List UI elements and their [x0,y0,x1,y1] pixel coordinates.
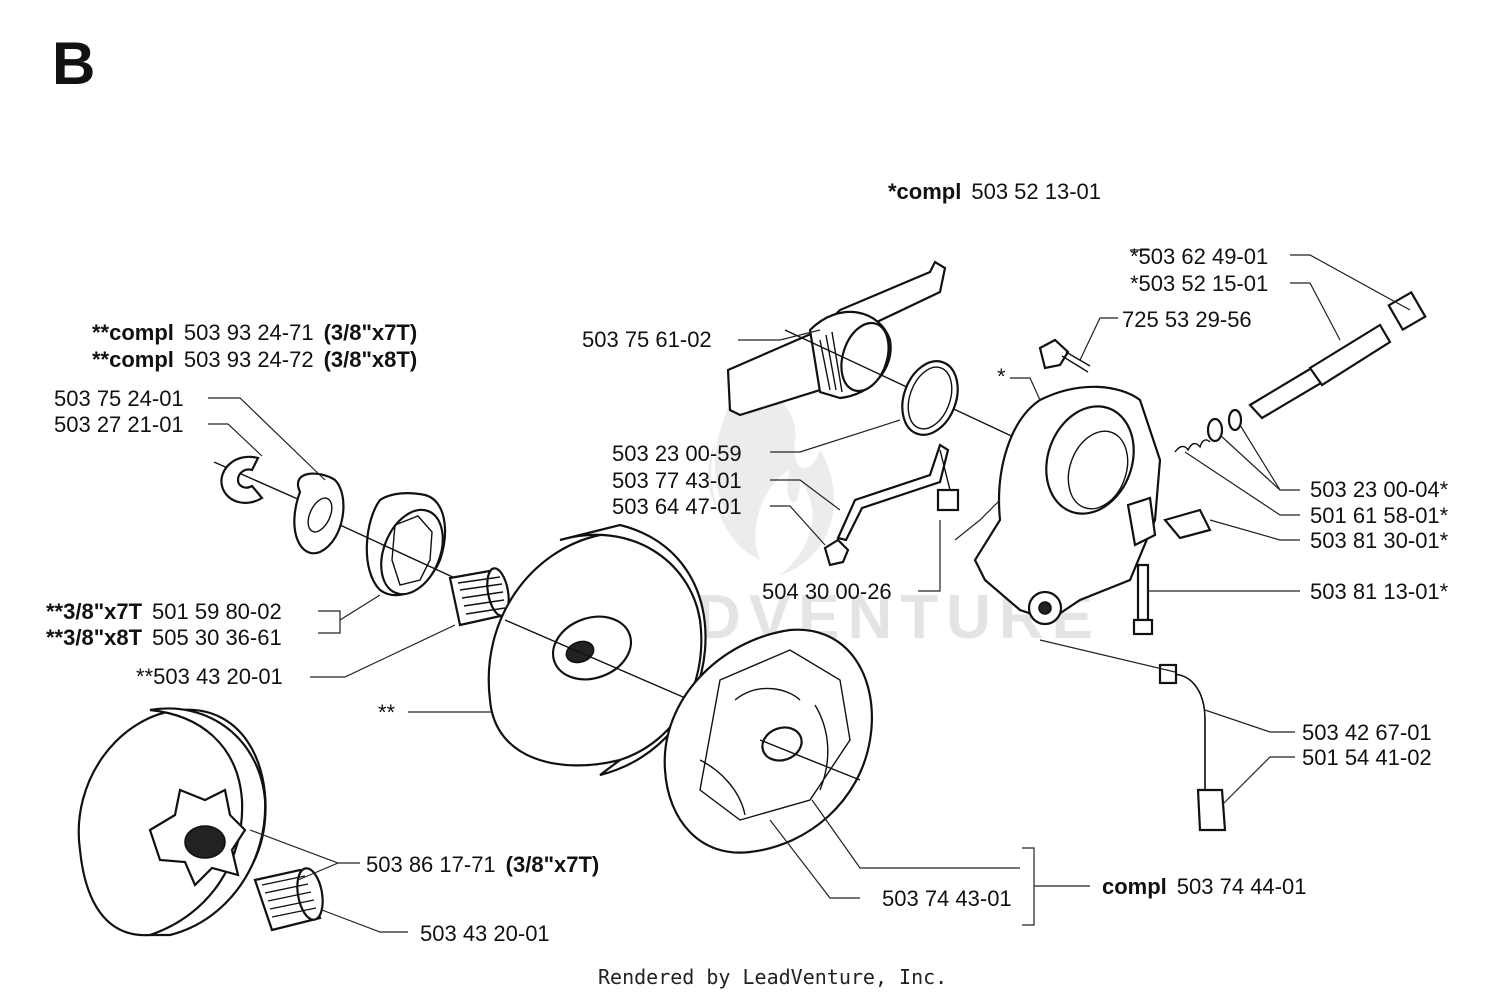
oil-pump-body-part [973,385,1162,626]
callout-rim-8t: **3/8"x8T 505 30 36-61 [46,625,282,650]
suction-hose-part [1158,663,1227,832]
callout-spring: 501 61 58-01* [1310,503,1449,528]
callout-needle-bearing: 503 43 20-01 [420,921,550,946]
clutch-drum-part [487,523,707,777]
callout-clutch-shoe: 503 74 43-01 [882,886,1012,911]
worm-drive-part [726,260,1021,441]
callout-worm-drive: 503 75 61-02 [582,327,712,352]
callout-oil-filter: 501 54 41-02 [1302,745,1432,770]
callout-rim-7t: **3/8"x7T 501 59 80-02 [46,599,282,624]
flat-washer-part [293,472,345,555]
callout-pump-marker: * [997,364,1006,389]
watermark-flame-logo [708,370,835,575]
callout-sprocket-kit-7t: **compl 503 93 24-71 (3/8"x7T) [92,320,417,345]
callout-needle-bearing-kit: **503 43 20-01 [136,664,283,689]
credit-line: Rendered by LeadVenture, Inc. [598,965,947,989]
screw-part [1038,338,1091,373]
oil-pipe-part [836,443,960,542]
callout-oil-pipe: 503 77 43-01 [612,468,742,493]
callout-spring-ring: 503 23 00-59 [612,441,742,466]
callout-o-ring: 503 23 00-04* [1310,477,1449,502]
section-letter: B [52,30,95,97]
callout-screw: 725 53 29-56 [1122,307,1252,332]
callout-nipple: 503 64 47-01 [612,494,742,519]
callout-sprocket-kit-8t: **compl 503 93 24-72 (3/8"x8T) [92,347,417,372]
plunger-part [1163,508,1212,540]
callout-shaft-cap: *503 62 49-01 [1130,244,1268,269]
nipple-part [823,538,850,567]
needle-bearing-lower-part [253,867,324,932]
drum-sprocket-part [77,707,267,937]
callout-plunger: 503 81 30-01* [1310,528,1449,553]
callout-pump-shaft: *503 52 15-01 [1130,271,1268,296]
callout-pump-kit: *compl 503 52 13-01 [888,179,1101,204]
callout-hose-clamp: 504 30 00-26 [762,579,892,604]
centrifugal-clutch-part [663,628,873,854]
callout-washer: 503 75 24-01 [54,386,184,411]
callout-suction-hose: 503 42 67-01 [1302,720,1432,745]
callout-drum-sprocket: 503 86 17-71 (3/8"x7T) [366,852,599,877]
adjuster-screw-part [1132,563,1154,636]
o-ring-spring-part [1174,408,1243,453]
callout-clutch-kit: compl 503 74 44-01 [1102,874,1306,899]
callout-adjuster-screw: 503 81 13-01* [1310,579,1449,604]
callout-lock-washer: 503 27 21-01 [54,412,184,437]
callout-drum-marker: ** [378,700,396,725]
spring-ring-part [901,360,959,436]
pump-shaft-part [1248,290,1427,420]
lock-washer-part [213,455,301,504]
sprocket-rim-part [339,492,471,597]
leader-lines [208,249,1411,933]
